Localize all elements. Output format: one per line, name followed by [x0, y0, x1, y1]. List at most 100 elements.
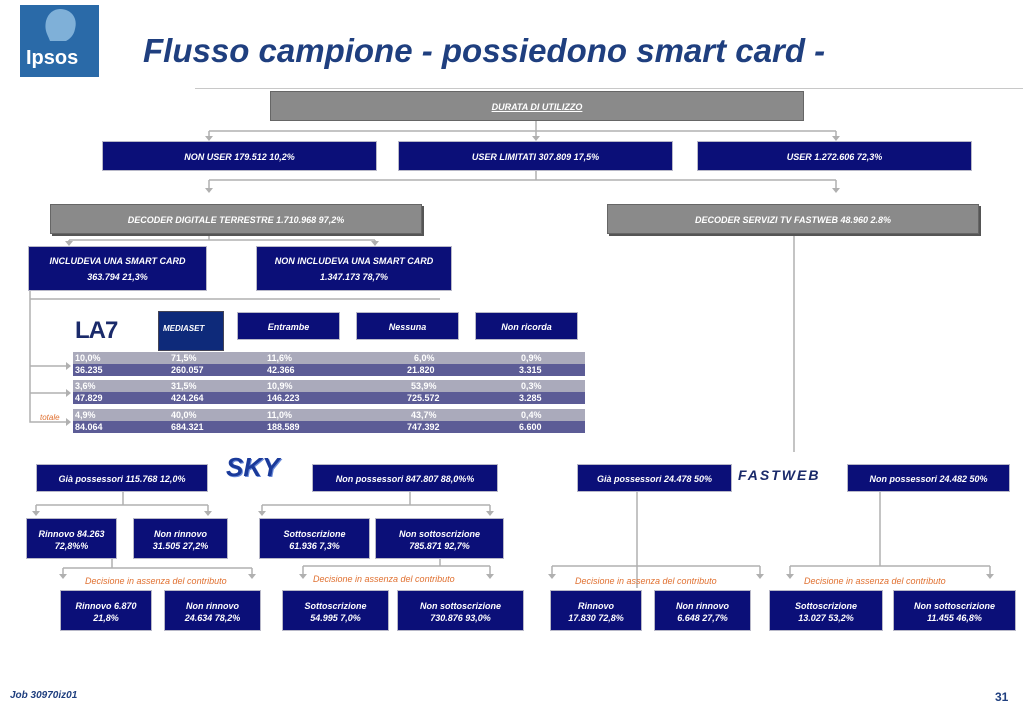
bottom-box-value: 11.455 46,8% [927, 613, 982, 623]
non-user-label: NON USER 179.512 10,2% [184, 152, 295, 162]
table-cell: 725.572 [407, 393, 440, 403]
table-cell: 42.366 [267, 365, 295, 375]
table-cell: 3,6% [75, 381, 96, 391]
bottom-box: Non sottoscrizione 730.876 93,0% [397, 590, 524, 631]
includeva-box: INCLUDEVA UNA SMART CARD 363.794 21,3% [28, 246, 207, 291]
sky-logo: SKY [224, 448, 280, 488]
table-row: 3,6% 31,5% 10,9% 53,9% 0,3% [73, 380, 585, 392]
table-cell: 47.829 [75, 393, 103, 403]
mediaset-logo: MEDIASET [158, 311, 224, 351]
table-cell: 3.285 [519, 393, 542, 403]
fastweb-non-possessori: Non possessori 24.482 50% [847, 464, 1010, 492]
bottom-box-label: Non sottoscrizione [913, 601, 995, 611]
col-nessuna-label: Nessuna [388, 322, 427, 332]
table-cell: 0,4% [521, 410, 542, 420]
fastweb-logo: FASTWEB [738, 465, 838, 487]
bottom-box-label: Rinnovo [578, 601, 614, 611]
decoder-fastweb-label: DECODER SERVIZI TV FASTWEB 48.960 2.8% [694, 215, 892, 225]
sky-sottoscrizione-box: Sottoscrizione 61.936 7,3% [259, 518, 370, 559]
bottom-box: Sottoscrizione 54.995 7,0% [282, 590, 389, 631]
user-limitati-label: USER LIMITATI 307.809 17,5% [471, 152, 600, 162]
page-title: Flusso campione - possiedono smart card … [143, 32, 826, 69]
sky-non-sottoscrizione-value: 785.871 92,7% [409, 541, 470, 551]
logo-text: Ipsos [26, 47, 79, 69]
page-number: 31 [995, 690, 1009, 704]
la7-logo: LA7 [75, 313, 135, 347]
totale-label: totale [40, 413, 60, 422]
table-row: 10,0% 71,5% 11,6% 6,0% 0,9% [73, 352, 585, 364]
user-box: USER 1.272.606 72,3% [697, 141, 972, 171]
sky-gia-possessori: Già possessori 115.768 12,0% [36, 464, 208, 492]
sky-sottoscrizione-label: Sottoscrizione [283, 529, 346, 539]
table-cell: 10,0% [75, 353, 101, 363]
decoder-fastweb-box: DECODER SERVIZI TV FASTWEB 48.960 2.8% [607, 204, 979, 234]
bottom-box-label: Non rinnovo [186, 601, 239, 611]
table-cell: 3.315 [519, 365, 542, 375]
table-cell: 71,5% [171, 353, 197, 363]
table-cell: 84.064 [75, 422, 103, 432]
decoder-dtt-label: DECODER DIGITALE TERRESTRE 1.710.968 97,… [127, 215, 345, 225]
includeva-label: INCLUDEVA UNA SMART CARD [49, 256, 186, 266]
ipsos-logo: Ipsos [20, 5, 99, 77]
bottom-box: Non rinnovo 24.634 78,2% [164, 590, 261, 631]
table-cell: 53,9% [411, 381, 437, 391]
col-entrambe-label: Entrambe [267, 322, 310, 332]
decisione-label: Decisione in assenza del contributo [85, 576, 227, 586]
decoder-dtt-box: DECODER DIGITALE TERRESTRE 1.710.968 97,… [50, 204, 422, 234]
table-cell: 43,7% [411, 410, 437, 420]
bottom-box: Non rinnovo 6.648 27,7% [654, 590, 751, 631]
job-code: Job 30970iz01 [10, 690, 78, 701]
bottom-box: Non sottoscrizione 11.455 46,8% [893, 590, 1016, 631]
col-non-ricorda: Non ricorda [475, 312, 578, 340]
bottom-box-value: 730.876 93,0% [430, 613, 491, 623]
table-cell: 6,0% [414, 353, 435, 363]
fastweb-text: FASTWEB [738, 467, 821, 483]
durata-box: DURATA DI UTILIZZO [270, 91, 804, 121]
sky-non-rinnovo-label: Non rinnovo [154, 529, 207, 539]
table-row: 4,9% 40,0% 11,0% 43,7% 0,4% [73, 409, 585, 421]
table-cell: 0,3% [521, 381, 542, 391]
non-includeva-box: NON INCLUDEVA UNA SMART CARD 1.347.173 7… [256, 246, 452, 291]
bottom-box-value: 6.648 27,7% [677, 613, 728, 623]
bottom-box-value: 54.995 7,0% [310, 613, 361, 623]
sky-non-rinnovo-value: 31.505 27,2% [152, 541, 209, 551]
table-cell: 11,0% [267, 410, 293, 420]
bottom-box-value: 17.830 72,8% [568, 613, 624, 623]
sky-sottoscrizione-value: 61.936 7,3% [289, 541, 340, 551]
table-cell: 21.820 [407, 365, 435, 375]
col-non-ricorda-label: Non ricorda [501, 322, 552, 332]
table-cell: 36.235 [75, 365, 103, 375]
table-cell: 146.223 [267, 393, 300, 403]
decisione-label: Decisione in assenza del contributo [804, 576, 946, 586]
bottom-box-value: 24.634 78,2% [184, 613, 241, 623]
bottom-box: Rinnovo 17.830 72,8% [550, 590, 642, 631]
includeva-value: 363.794 21,3% [87, 272, 148, 282]
table-cell: 188.589 [267, 422, 300, 432]
fastweb-gia-possessori: Già possessori 24.478 50% [577, 464, 732, 492]
sky-rinnovo-box: Rinnovo 84.263 72,8%% [26, 518, 117, 559]
sky-non-rinnovo-box: Non rinnovo 31.505 27,2% [133, 518, 228, 559]
table-cell: 6.600 [519, 422, 542, 432]
decisione-label: Decisione in assenza del contributo [313, 574, 455, 584]
mediaset-text: MEDIASET [163, 324, 205, 333]
sky-text: SKY [226, 452, 280, 482]
table-cell: 40,0% [171, 410, 197, 420]
bottom-box: Sottoscrizione 13.027 53,2% [769, 590, 883, 631]
fastweb-gia-label: Già possessori 24.478 50% [596, 474, 713, 484]
bottom-box-value: 21,8% [93, 613, 119, 623]
table-cell: 260.057 [171, 365, 204, 375]
user-label: USER 1.272.606 72,3% [786, 152, 883, 162]
non-includeva-label: NON INCLUDEVA UNA SMART CARD [274, 256, 434, 266]
table-cell: 11,6% [267, 353, 293, 363]
title-divider [195, 88, 1023, 89]
sky-non-sottoscrizione-box: Non sottoscrizione 785.871 92,7% [375, 518, 504, 559]
table-cell: 424.264 [171, 393, 204, 403]
table-cell: 31,5% [171, 381, 197, 391]
durata-label: DURATA DI UTILIZZO [491, 102, 583, 112]
decisione-label: Decisione in assenza del contributo [575, 576, 717, 586]
sky-non-label: Non possessori 847.807 88,0%% [335, 474, 475, 484]
bottom-box-value: 13.027 53,2% [798, 613, 854, 623]
table-cell: 4,9% [75, 410, 96, 420]
table-cell: 684.321 [171, 422, 204, 432]
